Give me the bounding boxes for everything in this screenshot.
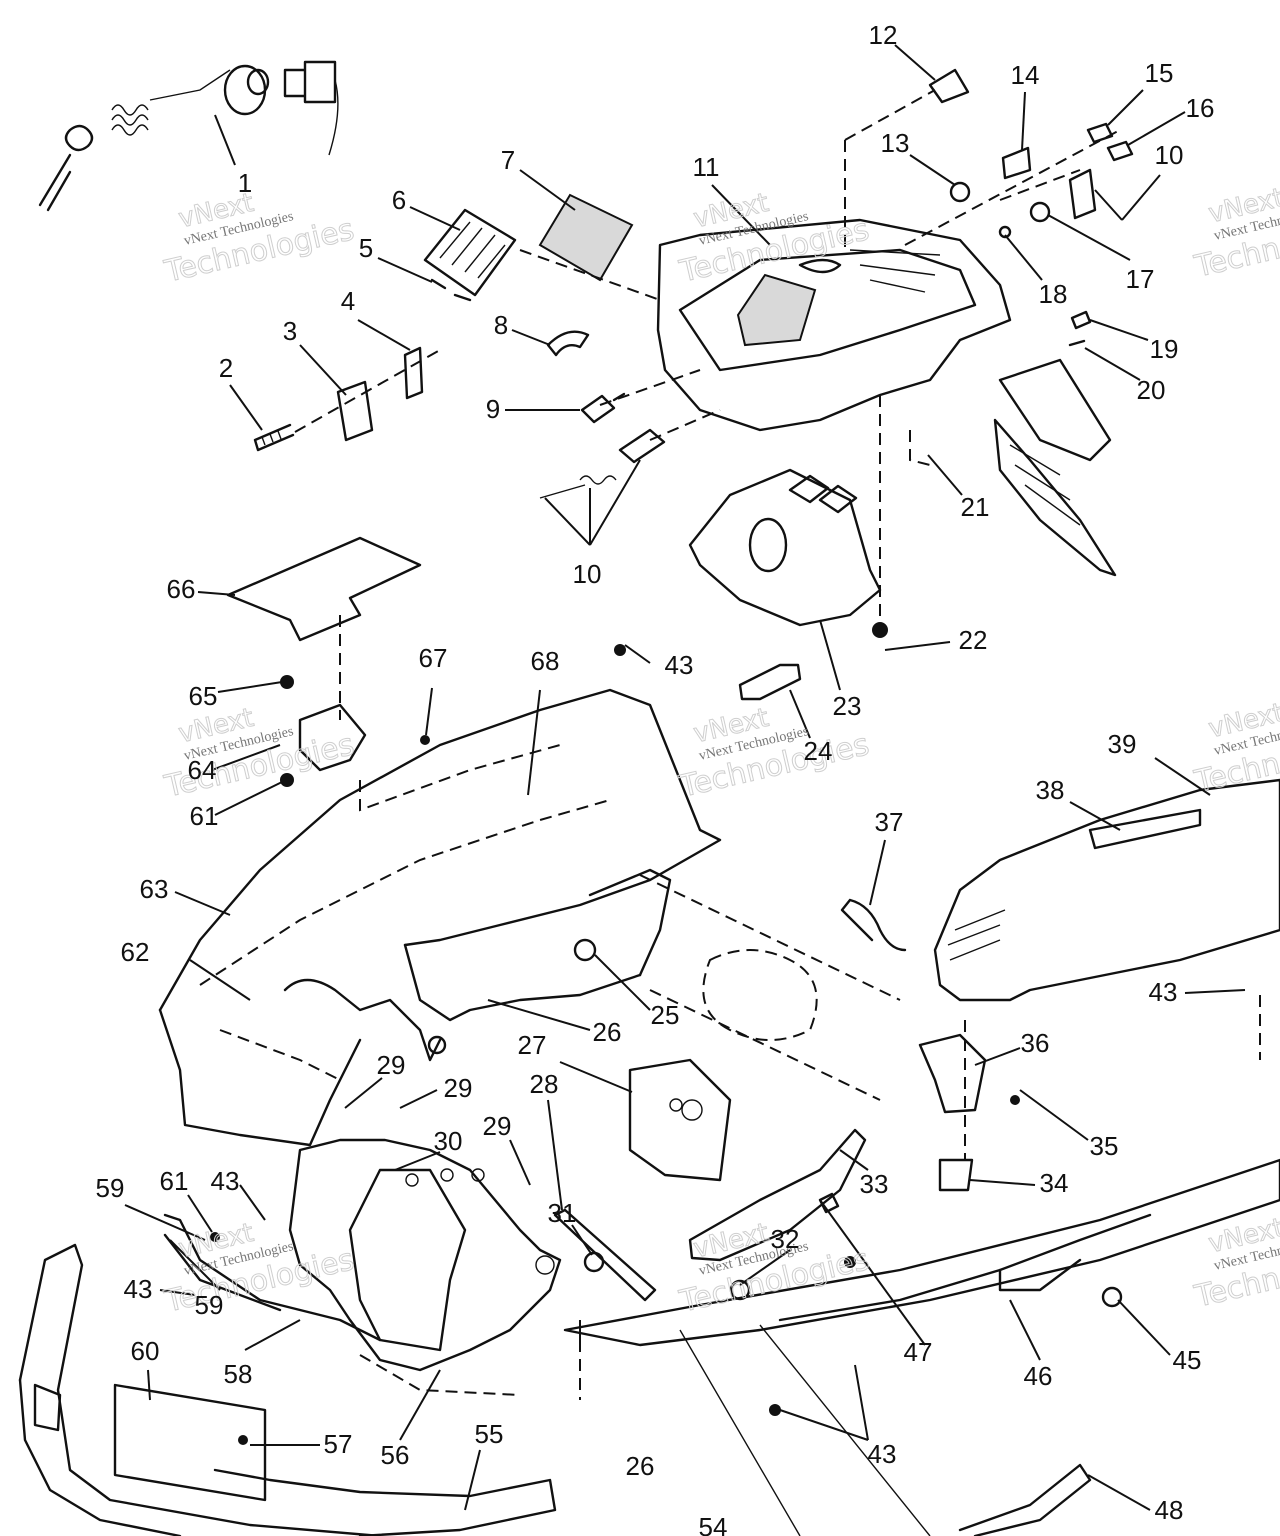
- callout-34: 34: [1040, 1168, 1069, 1198]
- callout-18: 18: [1039, 279, 1068, 309]
- callout-39: 39: [1108, 729, 1137, 759]
- callout-28: 28: [530, 1069, 559, 1099]
- callout-15: 15: [1145, 58, 1174, 88]
- callout-1: 1: [238, 168, 252, 198]
- callout-25: 25: [651, 1000, 680, 1030]
- callout-55: 55: [475, 1419, 504, 1449]
- callout-43-bottom: 43: [868, 1439, 897, 1469]
- watermark: vNext vNext Technologies Technologies vN…: [160, 182, 1280, 1320]
- callout-17: 17: [1126, 264, 1155, 294]
- callout-38: 38: [1036, 775, 1065, 805]
- callout-37: 37: [875, 807, 904, 837]
- callout-26-lower: 26: [626, 1451, 655, 1481]
- callout-2: 2: [219, 353, 233, 383]
- callout-45: 45: [1173, 1345, 1202, 1375]
- callout-65: 65: [189, 681, 218, 711]
- callout-61-lower: 61: [160, 1166, 189, 1196]
- callout-20: 20: [1137, 375, 1166, 405]
- callout-59-lower: 59: [195, 1290, 224, 1320]
- leader-lines: [124, 44, 1246, 1511]
- callout-10-bottom: 10: [573, 559, 602, 589]
- callout-35: 35: [1090, 1131, 1119, 1161]
- callout-14: 14: [1011, 60, 1040, 90]
- dash-panel-part: [688, 395, 931, 701]
- callout-66: 66: [167, 574, 196, 604]
- callout-46: 46: [1024, 1361, 1053, 1391]
- callout-12: 12: [869, 20, 898, 50]
- callout-61-upper: 61: [190, 801, 219, 831]
- callout-43-right: 43: [1149, 977, 1178, 1007]
- callout-32: 32: [771, 1224, 800, 1254]
- callout-29-b: 29: [444, 1073, 473, 1103]
- callout-22: 22: [959, 625, 988, 655]
- callout-67: 67: [419, 643, 448, 673]
- callout-30: 30: [434, 1126, 463, 1156]
- callout-54: 54: [699, 1512, 728, 1536]
- bolt-bracket-part: [253, 346, 441, 452]
- hood-cowl-part: [656, 68, 1134, 577]
- callout-10-top: 10: [1155, 140, 1184, 170]
- callout-4: 4: [341, 286, 355, 316]
- callout-19: 19: [1150, 334, 1179, 364]
- callout-60: 60: [131, 1336, 160, 1366]
- vent-grille-part: [423, 193, 661, 302]
- center-brackets-part: [553, 898, 1020, 1302]
- callout-16: 16: [1186, 93, 1215, 123]
- callout-13: 13: [881, 128, 910, 158]
- callout-24: 24: [804, 736, 833, 766]
- callout-36: 36: [1021, 1028, 1050, 1058]
- callout-5: 5: [359, 233, 373, 263]
- callout-57: 57: [324, 1429, 353, 1459]
- callout-31: 31: [548, 1198, 577, 1228]
- callout-11: 11: [693, 152, 720, 182]
- chassis-rail-part: [563, 995, 1280, 1536]
- callout-62: 62: [121, 937, 150, 967]
- callout-43-left-upper: 43: [211, 1166, 240, 1196]
- callout-56: 56: [381, 1440, 410, 1470]
- callout-68: 68: [531, 646, 560, 676]
- callout-33: 33: [860, 1169, 889, 1199]
- callout-59-upper: 59: [96, 1173, 125, 1203]
- callout-29-c: 29: [483, 1111, 512, 1141]
- callout-64: 64: [188, 755, 217, 785]
- callout-27: 27: [518, 1030, 547, 1060]
- callout-8: 8: [494, 310, 508, 340]
- callout-58: 58: [224, 1359, 253, 1389]
- callout-48: 48: [1155, 1495, 1184, 1525]
- callout-43-top: 43: [665, 650, 694, 680]
- fittings-part: [539, 330, 721, 499]
- callout-26-upper: 26: [593, 1017, 622, 1047]
- callout-63: 63: [140, 874, 169, 904]
- tether-cord-part: [38, 60, 339, 212]
- callout-47: 47: [904, 1337, 933, 1367]
- callout-21: 21: [961, 492, 990, 522]
- side-panel-part: [933, 778, 1280, 1002]
- callout-9: 9: [486, 394, 500, 424]
- callout-6: 6: [392, 185, 406, 215]
- hood-frame-part: [158, 536, 901, 1147]
- callout-23: 23: [833, 691, 862, 721]
- front-bumper-part: [18, 1138, 562, 1536]
- callout-7: 7: [501, 145, 515, 175]
- callout-3: 3: [283, 316, 297, 346]
- callout-29-a: 29: [377, 1050, 406, 1080]
- callout-43-left-lower: 43: [124, 1274, 153, 1304]
- callout-labels: 1 2 3 4 5 6 7 8 9 10 10 11 12 13 14 15 1…: [96, 20, 1215, 1536]
